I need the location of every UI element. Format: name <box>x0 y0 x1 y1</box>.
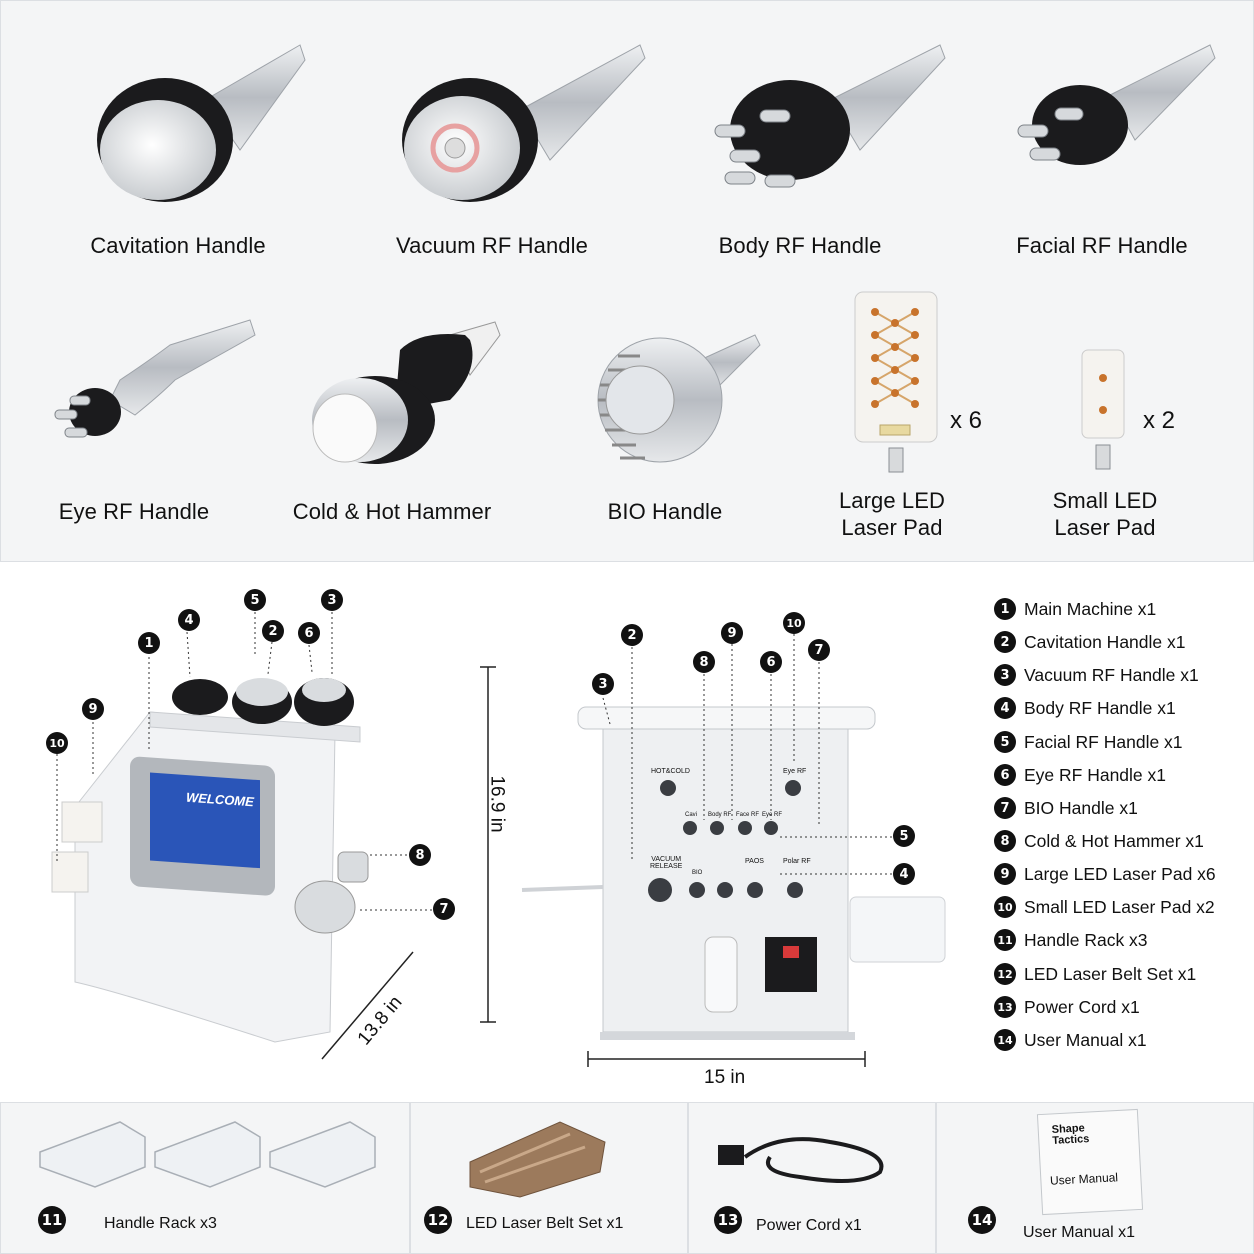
callout-badge: 1 <box>138 632 160 654</box>
bottom-label-power-cord: Power Cord x1 <box>756 1217 862 1234</box>
callout-badge: 4 <box>178 609 200 631</box>
callout-badge: 3 <box>321 589 343 611</box>
facial-rf-handle-image <box>1017 44 1216 165</box>
eye-rf-handle-image <box>54 319 256 438</box>
accessory-label-bio: BIO Handle <box>607 499 723 524</box>
port-label-polar-rf: Polar RF <box>783 858 811 865</box>
bottom-badge: 12 <box>424 1206 452 1234</box>
callout-badge: 9 <box>82 698 104 720</box>
large-led-pad-quantity: x 6 <box>950 407 983 434</box>
port-label-eye-rf-2: Eye RF <box>762 812 783 818</box>
small-led-pad-image <box>1081 349 1125 470</box>
callout-badge: 7 <box>808 639 830 661</box>
callout-badge: 10 <box>46 732 68 754</box>
callout-badge: 4 <box>893 863 915 885</box>
cold-hot-hammer-image <box>312 321 501 464</box>
cavitation-handle-image <box>97 44 306 202</box>
port-label-paos: PAOS <box>745 858 764 865</box>
accessory-label-cavitation: Cavitation Handle <box>90 233 266 258</box>
callout-badge: 8 <box>693 651 715 673</box>
port-label-body-rf: Body RF <box>708 812 732 818</box>
bottom-label-handle-rack: Handle Rack x3 <box>104 1215 217 1232</box>
accessory-label-cold-hot-hammer: Cold & Hot Hammer <box>292 499 492 524</box>
port-label-vacuum-release: VACUUM RELEASE <box>650 856 683 870</box>
bottom-badge: 14 <box>968 1206 996 1234</box>
callout-badge: 10 <box>783 612 805 634</box>
callout-badge: 2 <box>262 620 284 642</box>
machine-screen <box>150 772 260 869</box>
bottom-illustrations <box>39 1108 1144 1216</box>
callout-badge: 6 <box>760 651 782 673</box>
handle-rack-image <box>39 1121 376 1188</box>
power-cord-image <box>718 1137 884 1183</box>
accessories-illustrations <box>54 44 1216 473</box>
bio-handle-image <box>597 334 761 463</box>
led-belt-image <box>469 1121 606 1198</box>
body-rf-handle-image <box>714 44 946 188</box>
callout-badge: 5 <box>893 825 915 847</box>
callout-badge: 3 <box>592 673 614 695</box>
vacuum-rf-handle-image <box>402 44 646 202</box>
bottom-badge: 11 <box>38 1206 66 1234</box>
port-label-cavi: Cavi <box>685 812 698 818</box>
callout-badge: 8 <box>409 844 431 866</box>
user-manual-image <box>1036 1108 1144 1216</box>
port-label-face-rf: Face RF <box>736 812 760 818</box>
width-dimension: 15 in <box>704 1067 746 1088</box>
accessory-label-facial-rf: Facial RF Handle <box>1016 233 1188 258</box>
accessory-label-body-rf: Body RF Handle <box>718 233 882 258</box>
bottom-label-user-manual: User Manual x1 <box>1023 1224 1136 1241</box>
port-label-bio: BIO <box>692 870 703 876</box>
callout-badge: 9 <box>721 622 743 644</box>
large-led-pad-image <box>854 291 938 473</box>
accessory-label-vacuum-rf: Vacuum RF Handle <box>396 233 588 258</box>
machine-illustration <box>51 612 946 1067</box>
port-label-eye-rf: Eye RF <box>783 768 807 775</box>
bottom-badge: 13 <box>714 1206 742 1234</box>
port-label-hot-cold: HOT&COLD <box>651 768 690 775</box>
height-dimension: 16.9 in <box>486 775 508 833</box>
small-led-pad-quantity: x 2 <box>1143 407 1176 434</box>
accessory-label-eye-rf: Eye RF Handle <box>58 499 210 524</box>
bottom-label-led-belt: LED Laser Belt Set x1 <box>466 1215 624 1232</box>
callout-badge: 2 <box>621 624 643 646</box>
callout-badge: 6 <box>298 622 320 644</box>
callout-badge: 7 <box>433 898 455 920</box>
accessory-label-small-led-pad: Small LED Laser Pad <box>1052 488 1158 540</box>
accessory-label-large-led-pad: Large LED Laser Pad <box>838 488 946 540</box>
callout-badge: 5 <box>244 589 266 611</box>
manual-cover-brand: Shape Tactics <box>1051 1122 1090 1147</box>
